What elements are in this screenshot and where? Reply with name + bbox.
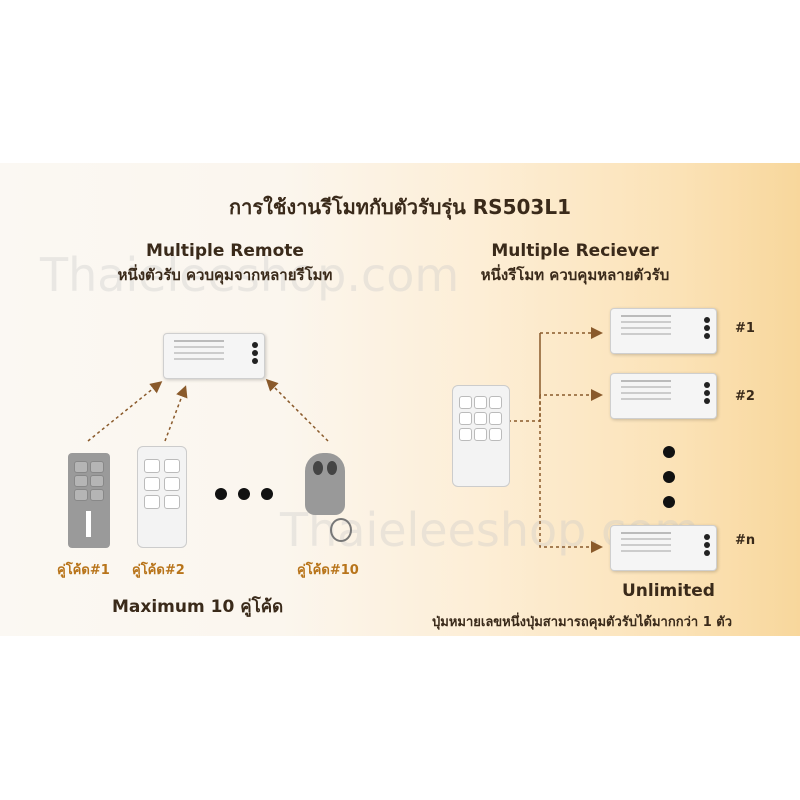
remote-label-2: คู่โค้ด#2 <box>132 563 185 578</box>
remote-label-10: คู่โค้ด#10 <box>297 563 359 578</box>
vdot-1 <box>663 446 675 458</box>
right-subheading: หนึ่งรีโมท ควบคุมหลายตัวรับ <box>480 266 670 284</box>
remote-right <box>452 385 510 487</box>
right-note: ปุ่มหมายเลขหนึ่งปุ่มสามารถคุมตัวรับได้มา… <box>432 615 733 630</box>
right-heading: Multiple Reciever <box>491 241 659 261</box>
receiver-left <box>163 333 265 379</box>
left-subheading: หนึ่งตัวรับ ควบคุมจากหลายรีโมท <box>117 266 333 284</box>
remote-label-1: คู่โค้ด#1 <box>57 563 110 578</box>
arrows-layer <box>87 327 603 553</box>
page-title: การใช้งานรีโมทกับตัวรับรุ่น RS503L1 <box>229 195 571 219</box>
receiver-num-n: #n <box>735 533 756 548</box>
watermark-top: Thaieleeshop.com <box>40 248 460 302</box>
ellipsis-dot-1 <box>215 488 227 500</box>
ellipsis-dot-3 <box>261 488 273 500</box>
ellipsis-dot-2 <box>238 488 250 500</box>
arrow-remote2 <box>164 385 188 442</box>
arrow-remote10 <box>265 378 329 442</box>
left-heading: Multiple Remote <box>146 241 304 261</box>
arrow-remote1 <box>87 381 163 442</box>
vdot-3 <box>663 496 675 508</box>
keyring-icon <box>330 518 352 542</box>
right-footer: Unlimited <box>622 581 715 601</box>
receiver-1 <box>610 308 717 354</box>
left-footer: Maximum 10 คู่โค้ด <box>112 597 284 617</box>
info-banner: Thaieleeshop.com Thaieleeshop.com การใช้… <box>0 163 800 636</box>
remote-grey <box>68 453 110 548</box>
remote-white <box>137 446 187 548</box>
receiver-num-1: #1 <box>735 321 755 336</box>
receiver-2 <box>610 373 717 419</box>
remote-keyfob <box>305 453 345 515</box>
vdot-2 <box>663 471 675 483</box>
receiver-num-2: #2 <box>735 389 755 404</box>
receiver-n <box>610 525 717 571</box>
